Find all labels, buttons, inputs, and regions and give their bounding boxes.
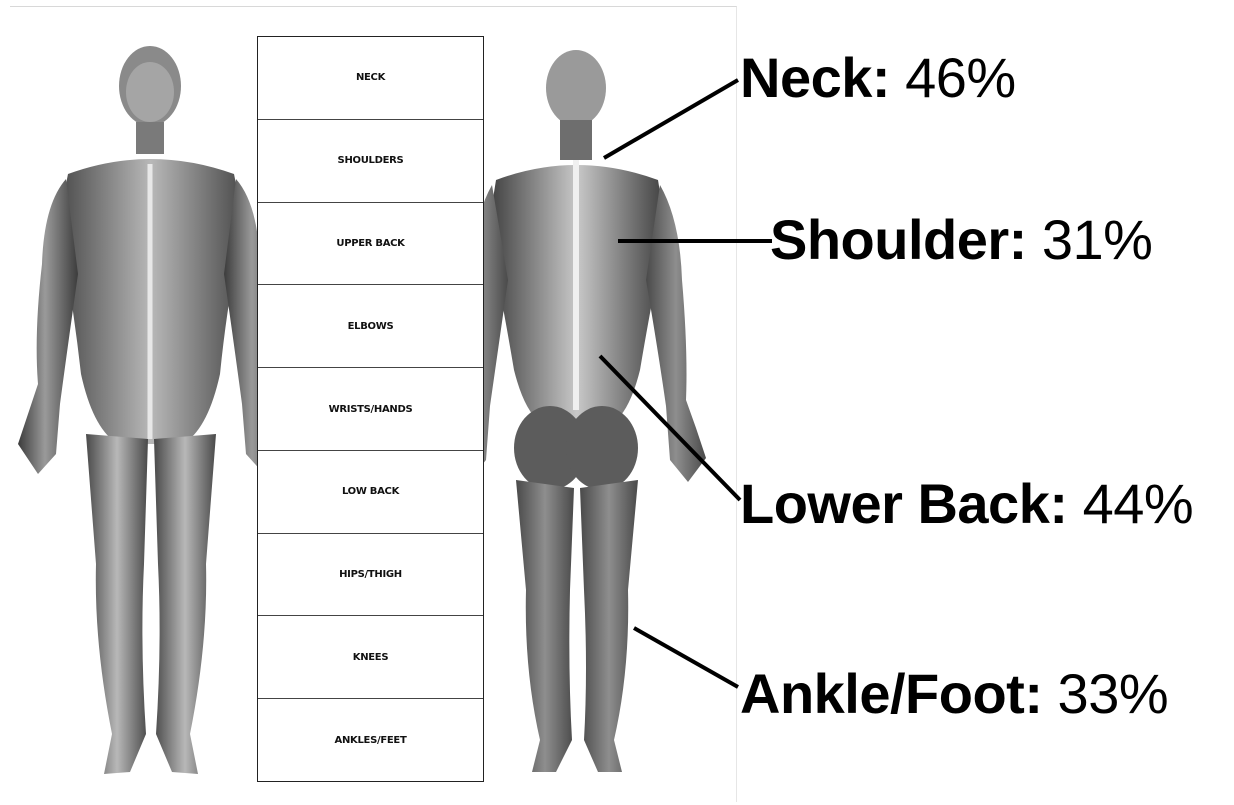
- ankle-foot-stat-value: 33%: [1058, 662, 1169, 725]
- shoulder-stat-label: Shoulder:: [770, 208, 1027, 271]
- lower-back-stat-label: Lower Back:: [740, 472, 1068, 535]
- ankle-foot-stat: Ankle/Foot: 33%: [740, 666, 1168, 722]
- lower-back-callout-line: [600, 356, 740, 500]
- shoulder-stat: Shoulder: 31%: [770, 212, 1152, 268]
- lower-back-stat-value: 44%: [1083, 472, 1194, 535]
- neck-stat: Neck: 46%: [740, 50, 1016, 106]
- neck-stat-value: 46%: [905, 46, 1016, 109]
- neck-callout-line: [604, 80, 738, 158]
- neck-stat-label: Neck:: [740, 46, 890, 109]
- ankle-foot-callout-line: [634, 628, 738, 687]
- lower-back-stat: Lower Back: 44%: [740, 476, 1193, 532]
- ankle-foot-stat-label: Ankle/Foot:: [740, 662, 1042, 725]
- shoulder-stat-value: 31%: [1042, 208, 1153, 271]
